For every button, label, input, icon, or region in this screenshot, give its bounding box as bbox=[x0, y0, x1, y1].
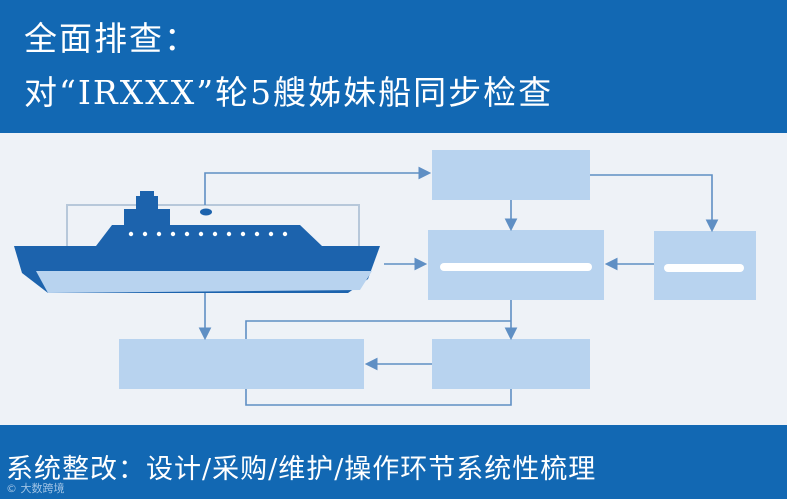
footer-text: 系统整改：设计/采购/维护/操作环节系统性梳理 bbox=[6, 447, 596, 486]
diagram-box-bottom-left bbox=[119, 339, 364, 389]
header-title-line2: 对“IRXXX”轮5艘姊妹船同步检查 bbox=[24, 66, 553, 114]
connector-loop-lower bbox=[246, 389, 511, 405]
connector-top-to-right bbox=[590, 175, 712, 229]
center-box-bar bbox=[440, 263, 592, 271]
right-box-bar bbox=[664, 264, 744, 272]
ship-icon bbox=[14, 191, 380, 293]
header-title-line1: 全面排查： bbox=[24, 12, 199, 60]
connector-loop-upper bbox=[246, 321, 511, 339]
watermark-text: © 大数跨境 bbox=[6, 480, 65, 496]
diagram-box-top bbox=[432, 150, 590, 200]
diagram-box-bottom-right bbox=[432, 339, 590, 389]
process-diagram bbox=[0, 133, 787, 425]
connector-ship-to-top bbox=[205, 173, 428, 205]
